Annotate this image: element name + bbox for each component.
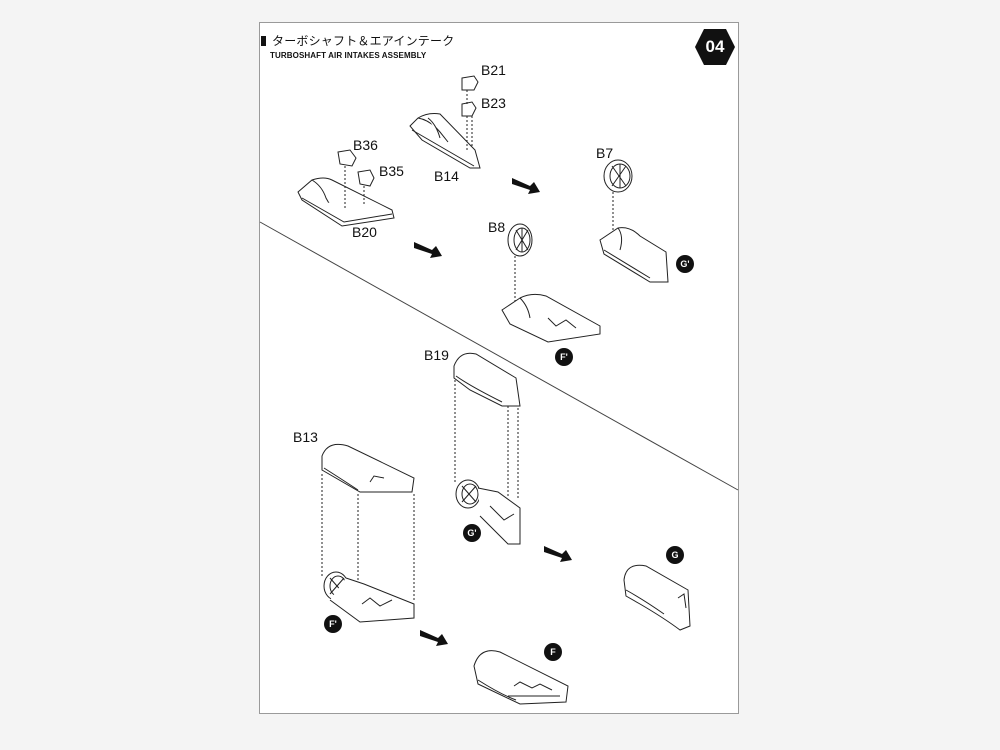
arrow-icon <box>512 178 540 194</box>
g-prime-duct-top <box>599 227 669 283</box>
label-b8: B8 <box>488 219 506 235</box>
part-b19-intake <box>453 352 521 407</box>
part-b13-intake <box>321 443 415 493</box>
part-b23 <box>461 101 477 117</box>
f-prime-assembly-low <box>323 571 415 623</box>
arrow-icon <box>544 546 572 562</box>
label-b14: B14 <box>434 168 459 184</box>
label-b7: B7 <box>596 145 614 161</box>
label-b13: B13 <box>293 429 318 445</box>
part-b20-duct <box>297 177 395 227</box>
part-b8-fan-disc <box>507 223 533 257</box>
hexagon-icon <box>695 29 735 65</box>
f-prime-duct-mid <box>501 293 601 343</box>
label-b36: B36 <box>353 137 378 153</box>
step-number: 04 <box>705 37 725 56</box>
ref-marker-g-prime: G' <box>676 255 694 273</box>
label-b35: B35 <box>379 163 404 179</box>
part-b7-fan-disc <box>603 159 633 193</box>
ref-marker-f: F <box>544 643 562 661</box>
part-b14-duct <box>409 113 481 169</box>
ref-marker-g-prime-lower: G' <box>463 524 481 542</box>
ref-marker-f-prime: F' <box>555 348 573 366</box>
g-prime-assembly-low <box>455 479 521 545</box>
step-title-english: TURBOSHAFT AIR INTAKES ASSEMBLY <box>270 51 427 60</box>
step-title-japanese: ターボシャフト＆エアインテーク <box>272 34 455 48</box>
ref-marker-f-prime-lower: F' <box>324 615 342 633</box>
label-b19: B19 <box>424 347 449 363</box>
part-b35 <box>357 169 375 187</box>
label-b20: B20 <box>352 224 377 240</box>
step-number-badge: 04 <box>694 28 736 66</box>
ref-marker-g: G <box>666 546 684 564</box>
result-g-intake <box>623 564 691 631</box>
assembly-arrows <box>414 178 572 646</box>
label-b23: B23 <box>481 95 506 111</box>
part-b21 <box>461 75 479 91</box>
label-b21: B21 <box>481 62 506 78</box>
arrow-icon <box>420 630 448 646</box>
arrow-icon <box>414 242 442 258</box>
section-divider <box>259 221 739 491</box>
result-f-intake <box>473 650 569 705</box>
title-bullet <box>261 36 266 46</box>
part-b36 <box>337 149 357 167</box>
